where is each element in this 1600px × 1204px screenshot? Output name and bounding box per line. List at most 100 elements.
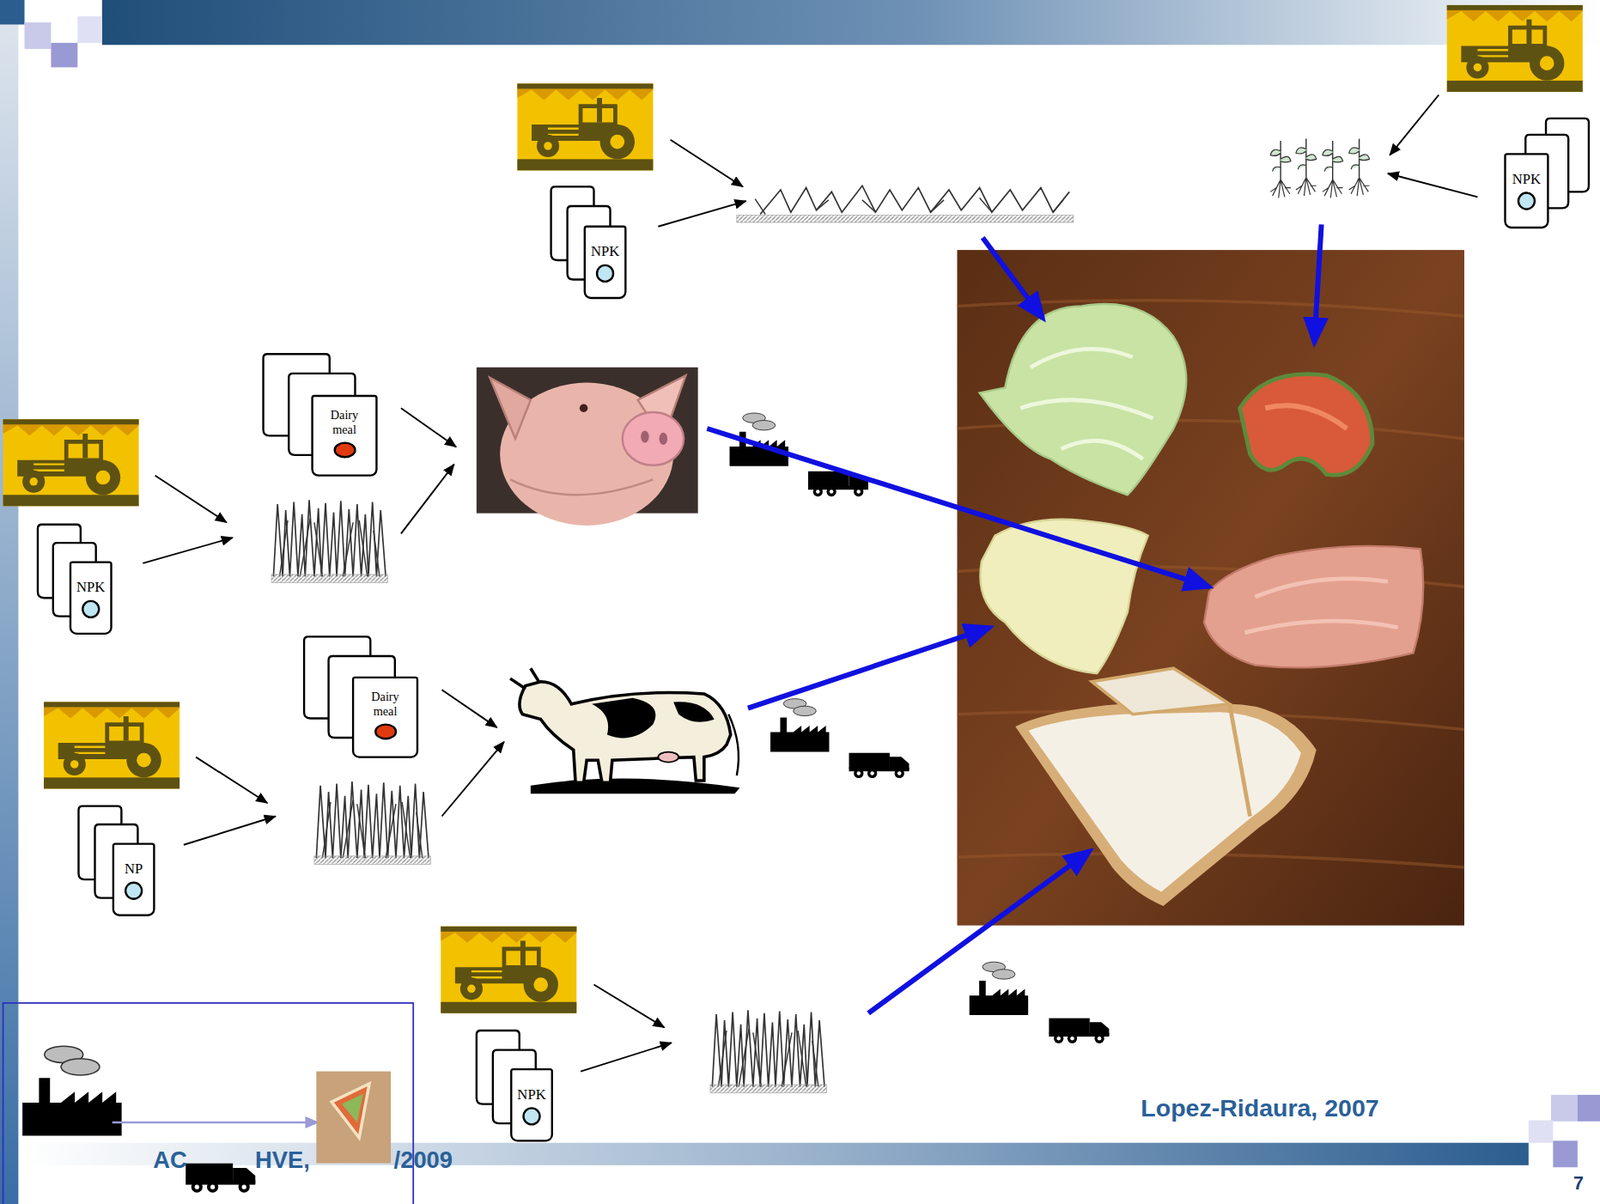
input-arrows-part [593,985,664,1029]
bag-label: Dairy meal [362,690,408,719]
tomato-seedlings-part [1270,140,1291,199]
corner-square [1551,1095,1578,1122]
corner-square [1552,1140,1578,1168]
pig-photo-part [640,430,650,443]
tractor-icons [3,5,1583,1014]
pig-photo-part [659,432,669,445]
cow-woodcut-part [530,778,741,795]
wheat-crop [710,1009,827,1093]
tractor-icon [440,926,577,1014]
bread-crust [1015,704,1317,907]
sandwich-thumbnail-part [341,1094,364,1123]
sandwich-thumbnail-part [316,1071,391,1164]
sandwich-thumbnail-part [331,1083,370,1138]
lettuce-crop-part [736,215,1074,223]
factory-icon [770,699,829,753]
factory-icon [22,1046,122,1136]
bag-label: Dairy meal [322,408,367,438]
corner-square [50,42,78,68]
product-arrows-part [982,237,1043,319]
cow-woodcut-part [519,681,731,784]
sandwich-thumbnail [316,1071,391,1164]
bag-label: NPK [517,1086,546,1103]
sandwich-photo [956,249,1465,926]
lettuce [979,304,1187,495]
fertilizer-bag: NP [112,842,156,917]
footer-text: /2009 [394,1146,453,1175]
footer-text: HVE, [255,1146,311,1175]
tomato-seedlings-part [1349,139,1370,197]
truck-icon [849,753,910,779]
truck-icon [185,1163,256,1193]
ham [1204,546,1424,668]
product-arrows-part [868,851,1090,1014]
cow-woodcut-part [591,698,656,739]
input-arrows-part [580,1042,672,1071]
flow-arrow [112,1121,319,1124]
input-arrows-part [401,407,457,447]
bread-edge [1229,704,1251,817]
pig-photo-part [489,377,531,439]
processing-icons [730,413,1110,1044]
bread-top [1091,668,1229,714]
corner-square [1528,1120,1554,1144]
product-arrows-part [706,428,1210,587]
page-number: 7 [1573,1173,1584,1195]
input-arrows-part [1387,173,1479,197]
forage-grass [271,499,388,583]
corner-square [77,16,103,43]
lettuce-crop-part [760,185,1070,214]
tomato-flesh [1265,405,1347,429]
pig-photo [476,367,699,526]
bag-logo-ring [1517,191,1536,210]
tomato [1240,374,1373,476]
bag-label: NPK [590,243,620,261]
footer-text: AC [152,1146,187,1175]
inset-box-part [3,1003,414,1204]
input-arrows-part [155,475,227,524]
cow-woodcut [510,668,740,794]
footer-text: Lopez-Ridaura, 2007 [1140,1094,1379,1123]
input-arrows-part [441,742,504,817]
tomato-seedlings-part [1295,139,1317,197]
fertilizer-bag: NPK [69,560,113,635]
lettuce-crop [736,185,1074,223]
input-arrows-part [657,200,746,227]
bag-logo-red [373,723,396,740]
tomato-seedlings-part [1322,140,1344,199]
pig-photo-part [510,479,653,495]
product-arrows-part [748,627,991,709]
title-bar [102,0,1600,45]
corner-square [0,0,25,25]
bag-logo-red [333,441,356,458]
crops [271,139,1369,1094]
corner-square [24,22,52,49]
product-arrows-part [1314,224,1321,343]
bag-label: NPK [1512,171,1541,189]
bag-logo-ring [522,1107,541,1126]
footer-bar [20,1143,1529,1166]
inset-box [3,1003,414,1204]
input-arrows-part [195,757,268,804]
fertilizer-bag: NPK [1503,152,1549,229]
fertilizer-bag: NPK [584,225,627,300]
tractor-icon [517,83,653,171]
cow-woodcut-part [728,714,739,776]
ham-fold [1245,578,1399,633]
tractor-icon [43,701,180,789]
table-wood [956,249,1465,926]
bag-label: NPK [76,579,105,597]
corner-square [1577,1095,1600,1122]
lettuce-crop-part [754,197,1064,214]
truck-icon [1048,1018,1109,1044]
factory-icon [969,961,1029,1016]
input-arrows-part [441,689,497,728]
bag-label: NP [124,861,143,878]
input-arrows [142,94,1478,1071]
bag-logo-ring [596,264,615,283]
fertilizer-bag: Dairy meal [352,676,419,759]
cow-woodcut-part [673,701,715,722]
